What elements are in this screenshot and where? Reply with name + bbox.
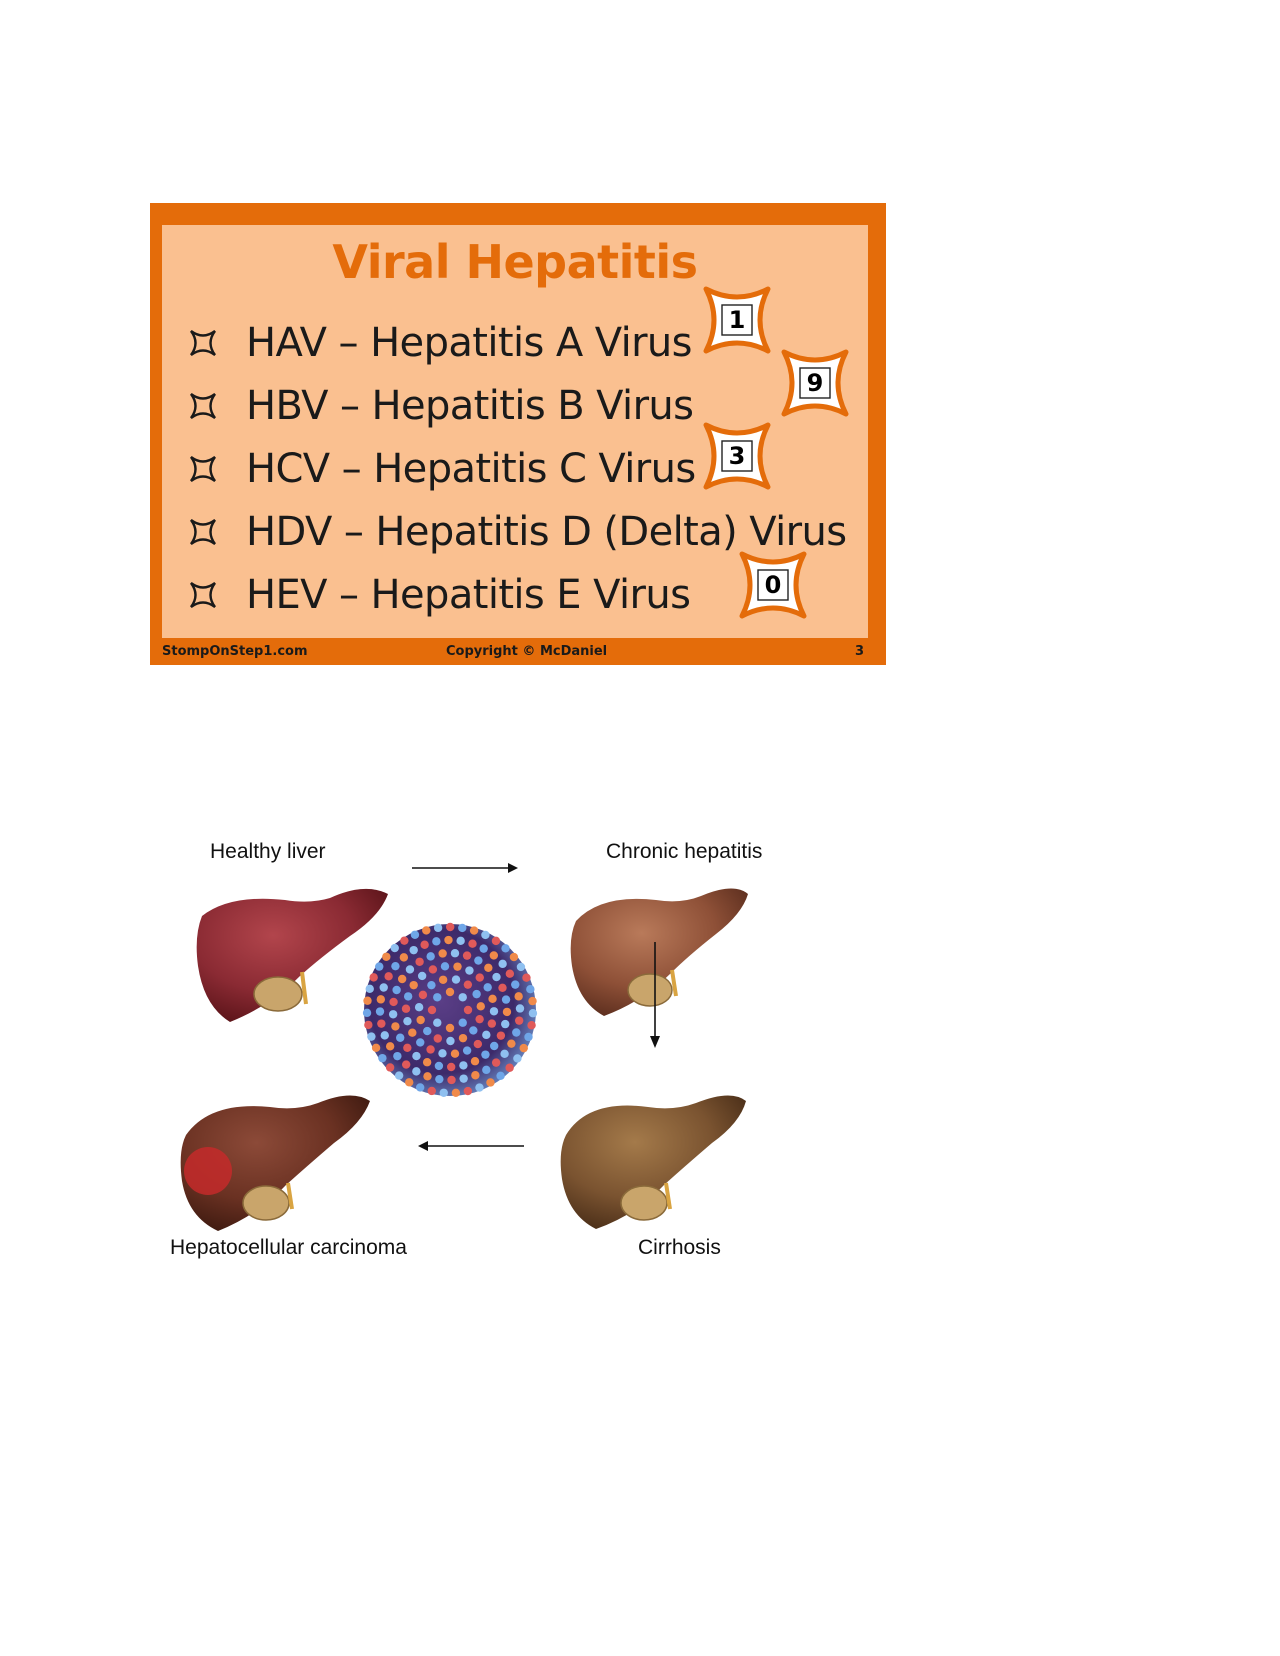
badge-value: 9 (806, 369, 824, 397)
slide-item-label: HBV – Hepatitis B Virus (246, 383, 694, 429)
liver-disease-progression-diagram: Healthy liver Chronic hepatitis Cirrhosi… (160, 840, 800, 1280)
bullet-icon (190, 582, 216, 608)
viral-hepatitis-slide: Viral Hepatitis HAV – Hepatitis A Virus … (150, 203, 886, 665)
slide-item-hbv: HBV – Hepatitis B Virus (188, 378, 694, 434)
chronic-hepatitis-liver-image (570, 888, 748, 1016)
arrow-right-icon (412, 863, 518, 873)
slide-item-hdv: HDV – Hepatitis D (Delta) Virus (188, 504, 847, 560)
scroll-badge-icon (703, 286, 771, 354)
footer-site: StompOnStep1.com (162, 644, 308, 659)
healthy-liver-image (196, 888, 388, 1022)
badge-value: 3 (728, 442, 746, 470)
slide-panel: Viral Hepatitis HAV – Hepatitis A Virus … (162, 225, 868, 638)
bullet-icon (190, 519, 216, 545)
label-hepatocellular-carcinoma: Hepatocellular carcinoma (170, 1236, 407, 1259)
badge-hav-count: 1 (702, 285, 772, 355)
badge-hev-count: 0 (738, 550, 808, 620)
carcinoma-liver-image (180, 1095, 370, 1231)
bullet-icon (190, 393, 216, 419)
badge-value: 1 (728, 306, 746, 334)
scroll-badge-icon (781, 349, 849, 417)
slide-item-hev: HEV – Hepatitis E Virus (188, 567, 691, 623)
badge-hbv-count: 9 (780, 348, 850, 418)
hepatitis-virus-particle-image (362, 922, 538, 1097)
slide-item-label: HEV – Hepatitis E Virus (246, 572, 691, 618)
slide-title: Viral Hepatitis (332, 235, 698, 289)
cirrhosis-liver-image (560, 1095, 746, 1229)
footer-page-number: 3 (854, 644, 864, 659)
slide-item-label: HCV – Hepatitis C Virus (246, 446, 696, 492)
slide-item-hav: HAV – Hepatitis A Virus (188, 315, 693, 371)
bullet-icon (190, 456, 216, 482)
slide-item-hcv: HCV – Hepatitis C Virus (188, 441, 696, 497)
slide-item-label: HAV – Hepatitis A Virus (246, 320, 693, 366)
arrow-left-icon (418, 1141, 524, 1151)
arrow-down-icon (650, 942, 660, 1048)
slide-footer: StompOnStep1.com Copyright © McDaniel 3 (150, 638, 886, 665)
scroll-badge-icon (739, 551, 807, 619)
label-chronic-hepatitis: Chronic hepatitis (606, 840, 763, 863)
footer-copyright: Copyright © McDaniel (446, 644, 608, 659)
label-cirrhosis: Cirrhosis (638, 1236, 721, 1259)
badge-hcv-count: 3 (702, 421, 772, 491)
slide-item-label: HDV – Hepatitis D (Delta) Virus (246, 509, 847, 555)
badge-value: 0 (764, 571, 782, 599)
scroll-badge-icon (703, 422, 771, 490)
bullet-icon (190, 330, 216, 356)
label-healthy-liver: Healthy liver (210, 840, 326, 863)
